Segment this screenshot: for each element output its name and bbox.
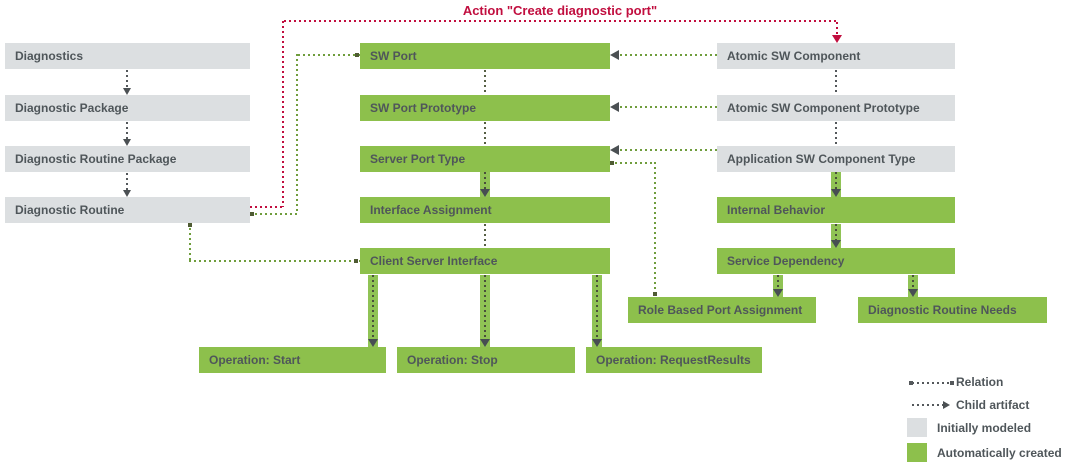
relation-endpoint bbox=[354, 259, 358, 263]
action-path-line bbox=[284, 20, 837, 22]
relation-line bbox=[189, 223, 191, 260]
legend-label-initially-modeled: Initially modeled bbox=[937, 421, 1032, 435]
action-path-line bbox=[836, 22, 838, 35]
relation-line bbox=[654, 162, 656, 297]
child-artifact-arrow bbox=[831, 172, 841, 197]
node-sw-port: SW Port bbox=[360, 43, 610, 69]
legend-label-child-artifact: Child artifact bbox=[956, 398, 1030, 412]
child-artifact-line bbox=[126, 70, 128, 88]
node-operation-start: Operation: Start bbox=[199, 347, 386, 373]
automatically-created-swatch bbox=[907, 443, 927, 462]
relation-endpoint bbox=[188, 223, 192, 227]
child-artifact-line bbox=[620, 149, 717, 151]
node-server-port-type: Server Port Type bbox=[360, 146, 610, 172]
node-application-sw-component-type: Application SW Component Type bbox=[717, 146, 955, 172]
arrow-left-icon bbox=[610, 50, 619, 60]
child-artifact-arrow-icon bbox=[912, 404, 943, 406]
node-client-server-interface: Client Server Interface bbox=[360, 248, 610, 274]
relation-line bbox=[298, 54, 360, 56]
relation-endpoint bbox=[950, 381, 954, 385]
arrow-left-icon bbox=[610, 145, 619, 155]
node-operation-stop: Operation: Stop bbox=[397, 347, 575, 373]
relation-line bbox=[189, 260, 360, 262]
node-diagnostics: Diagnostics bbox=[5, 43, 250, 69]
action-path-line bbox=[250, 206, 283, 208]
action-title: Action "Create diagnostic port" bbox=[462, 3, 658, 18]
relation-line bbox=[484, 70, 486, 94]
arrow-right-icon bbox=[943, 401, 950, 409]
initially-modeled-swatch bbox=[907, 418, 927, 437]
node-service-dependency: Service Dependency bbox=[717, 248, 955, 274]
action-path-line bbox=[282, 21, 284, 207]
relation-endpoint bbox=[653, 292, 657, 296]
relation-line bbox=[296, 54, 298, 214]
child-artifact-arrow bbox=[368, 275, 378, 347]
child-artifact-line bbox=[620, 106, 717, 108]
child-artifact-line bbox=[620, 54, 717, 56]
node-sw-port-prototype: SW Port Prototype bbox=[360, 95, 610, 121]
node-atomic-sw-component-prototype: Atomic SW Component Prototype bbox=[717, 95, 955, 121]
relation-endpoint bbox=[610, 161, 614, 165]
relation-line bbox=[250, 213, 298, 215]
relation-line bbox=[484, 224, 486, 247]
node-diagnostic-routine: Diagnostic Routine bbox=[5, 197, 250, 223]
child-artifact-arrow bbox=[480, 172, 490, 197]
child-artifact-arrow bbox=[908, 275, 918, 297]
child-artifact-arrow bbox=[592, 275, 602, 347]
node-diagnostic-routine-needs: Diagnostic Routine Needs bbox=[858, 297, 1047, 323]
relation-line bbox=[484, 122, 486, 145]
child-artifact-arrow bbox=[831, 224, 841, 248]
child-artifact-arrow bbox=[773, 275, 783, 297]
relation-line bbox=[835, 70, 837, 94]
child-artifact-line bbox=[126, 173, 128, 190]
node-internal-behavior: Internal Behavior bbox=[717, 197, 955, 223]
legend-label-relation: Relation bbox=[956, 375, 1004, 389]
node-atomic-sw-component: Atomic SW Component bbox=[717, 43, 955, 69]
node-diagnostic-routine-package: Diagnostic Routine Package bbox=[5, 146, 250, 172]
node-diagnostic-package: Diagnostic Package bbox=[5, 95, 250, 121]
arrow-down-icon bbox=[123, 139, 131, 146]
node-interface-assignment: Interface Assignment bbox=[360, 197, 610, 223]
child-artifact-arrow bbox=[480, 275, 490, 347]
relation-endpoint bbox=[250, 212, 254, 216]
arrow-down-icon bbox=[123, 190, 131, 197]
relation-line bbox=[610, 162, 655, 164]
arrow-left-icon bbox=[610, 102, 619, 112]
node-role-based-port-assignment: Role Based Port Assignment bbox=[628, 297, 816, 323]
node-operation-request-results: Operation: RequestResults bbox=[586, 347, 762, 373]
red-arrow-down-icon bbox=[832, 35, 842, 43]
child-artifact-line bbox=[126, 122, 128, 139]
relation-endpoint bbox=[909, 381, 913, 385]
relation-line-icon bbox=[912, 382, 952, 384]
legend-label-automatically-created: Automatically created bbox=[937, 446, 1062, 460]
relation-endpoint bbox=[355, 53, 359, 57]
relation-line bbox=[835, 122, 837, 145]
arrow-down-icon bbox=[123, 88, 131, 95]
